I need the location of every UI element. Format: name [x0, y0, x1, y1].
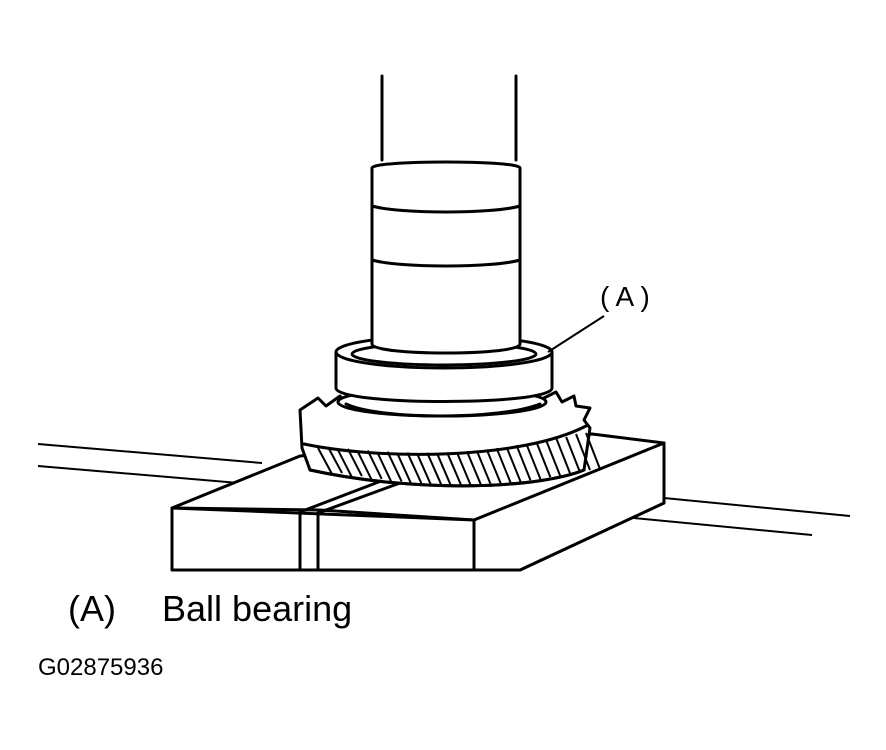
gear-tooth: [317, 446, 343, 475]
ball-bearing-diagram: ( A ): [37, 74, 851, 572]
gear-tooth: [396, 452, 423, 485]
gear-tooth: [575, 432, 601, 471]
gear-tooth: [376, 451, 403, 483]
shaft: [370, 74, 522, 355]
gear-tooth: [336, 448, 363, 478]
gear-tooth: [515, 443, 542, 481]
helical-gear: [298, 390, 601, 488]
legend-text: Ball bearing: [162, 588, 353, 629]
callout-label: ( A ): [600, 281, 650, 312]
gear-tooth: [475, 449, 502, 486]
gear-tooth: [456, 450, 482, 487]
gear-tooth: [416, 452, 443, 486]
gear-tooth: [436, 452, 462, 487]
callout-a: ( A ): [547, 281, 650, 353]
gear-tooth: [495, 446, 522, 484]
gear-tooth: [535, 440, 562, 478]
legend-key: (A): [68, 588, 116, 629]
press-rails: [37, 443, 851, 536]
gear-tooth: [555, 436, 582, 475]
gear-tooth: [356, 449, 383, 481]
figure-id: G02875936: [38, 654, 164, 681]
legend: (A) Ball bearing: [68, 588, 352, 630]
